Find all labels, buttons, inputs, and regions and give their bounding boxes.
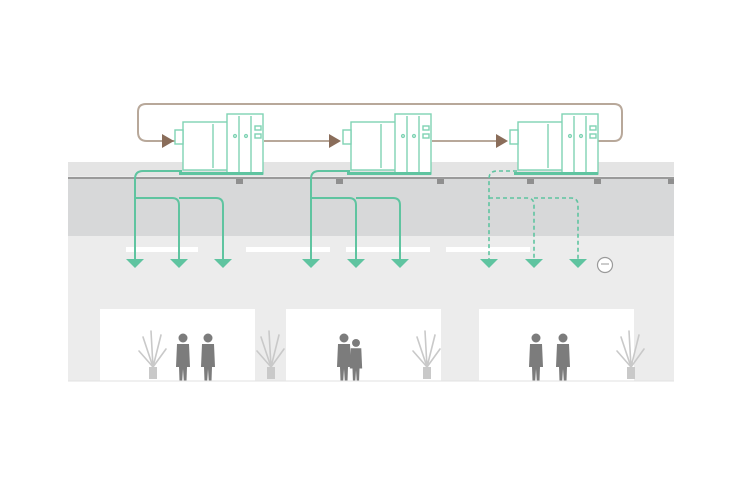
airflow-arrow-icon [170,259,188,268]
airflow-arrows-3 [480,259,587,268]
outdoor-ac-unit-icon [342,113,432,175]
airflow-arrows-1 [126,259,232,268]
room-3 [479,309,634,381]
thermostat-icon [596,256,614,274]
room-2 [286,309,441,381]
ceiling-grilles [126,247,530,252]
airflow-arrow-icon [302,259,320,268]
air-distribution-3 [488,170,579,259]
plant-icon [256,330,285,379]
plant-icon [616,330,645,379]
loop-arrow-icons [162,134,508,148]
air-distribution-1 [134,170,224,259]
refrigerant-loop [137,103,623,142]
plant-icon [138,330,167,379]
loop-arrow-icon [162,134,174,148]
airflow-arrow-icon [391,259,409,268]
ceiling-plenum [68,178,674,236]
airflow-arrow-icon [480,259,498,268]
airflow-arrow-icon [347,259,365,268]
airflow-arrows-2 [302,259,409,268]
outdoor-ac-unit-icon [509,113,599,175]
airflow-arrow-icon [214,259,232,268]
airflow-arrow-icon [569,259,587,268]
airflow-arrow-icon [126,259,144,268]
plant-icon [412,330,441,379]
air-distribution-2 [310,170,401,259]
loop-arrow-icon [496,134,508,148]
outdoor-ac-unit-icon [174,113,264,175]
airflow-arrow-icon [525,259,543,268]
loop-arrow-icon [329,134,341,148]
ceiling-hangers [236,179,674,184]
